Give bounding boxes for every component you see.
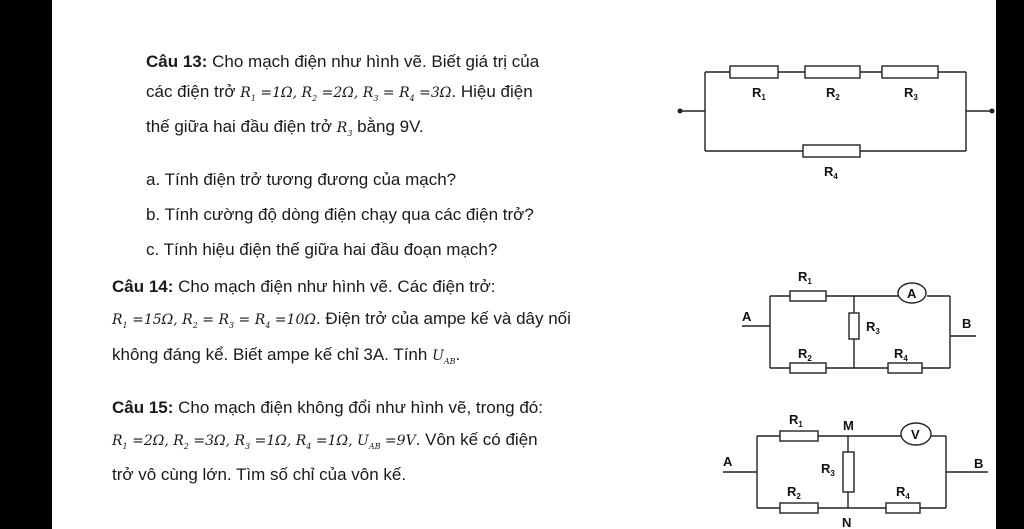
node-a: A	[742, 309, 752, 324]
label-r1: R1	[798, 269, 812, 286]
resistor-r3	[848, 312, 860, 340]
q13-intro: Cho mạch điện như hình vẽ. Biết giá trị …	[207, 52, 540, 71]
q13-text-3b: bằng 9V.	[352, 117, 424, 136]
q13-item-a: a. Tính điện trở tương đương của mạch?	[146, 170, 457, 189]
q15-values: R1 =2Ω, R2 =3Ω, R3 =1Ω, R4 =1Ω, UAB =9V	[112, 433, 416, 451]
label-r1: R1	[789, 412, 803, 429]
q13-line-1: Câu 13: Cho mạch điện như hình vẽ. Biết …	[146, 52, 539, 72]
q14-line-3: không đáng kể. Biết ampe kế chỉ 3A. Tính…	[112, 345, 461, 366]
q14-values: R1 =15Ω, R2 = R3 = R4 =10Ω	[112, 312, 316, 330]
resistor-r3	[842, 451, 855, 493]
label-r2: R2	[787, 484, 801, 501]
q15-text: . Vôn kế có điện	[415, 430, 538, 449]
q14-text-3: không đáng kể. Biết ampe kế chỉ 3A. Tính	[112, 345, 433, 364]
node-a: A	[723, 454, 733, 469]
q13-line-2: các điện trở R1 =1Ω, R2 =2Ω, R3 = R4 =3Ω…	[146, 82, 533, 109]
left-black-border	[0, 0, 52, 529]
resistor-r2	[789, 362, 827, 374]
q14-line-1: Câu 14: Cho mạch điện như hình vẽ. Các đ…	[112, 277, 496, 297]
q13-line-3: thế giữa hai đầu điện trở R3 bằng 9V.	[146, 117, 424, 144]
q13-item-c: c. Tính hiệu điện thế giữa hai đầu đoạn …	[146, 240, 498, 259]
resistor-r2	[779, 502, 819, 514]
q14-intro: Cho mạch điện như hình vẽ. Các điện trở:	[173, 277, 496, 296]
voltmeter	[900, 422, 932, 446]
circuit-q13	[680, 65, 992, 158]
q13-item-b: b. Tính cường độ dòng điện chạy qua các …	[146, 205, 534, 224]
resistor-r4	[802, 144, 861, 158]
label-r3: R3	[904, 85, 918, 102]
node-m: M	[843, 418, 854, 433]
q15-line-3: trở vô cùng lớn. Tìm số chỉ của vôn kế.	[112, 465, 407, 484]
q15-intro: Cho mạch điện không đổi như hình vẽ, tro…	[173, 398, 543, 417]
label-r2: R2	[826, 85, 840, 102]
resistor-r2	[804, 65, 861, 79]
q15-label: Câu 15:	[112, 398, 174, 417]
q15-line-2: R1 =2Ω, R2 =3Ω, R3 =1Ω, R4 =1Ω, UAB =9V.…	[112, 430, 538, 457]
resistor-r1	[729, 65, 779, 79]
q14-uab: UAB	[432, 348, 456, 366]
circuit-q14	[742, 282, 976, 374]
q14-label: Câu 14:	[112, 277, 174, 296]
resistor-r1	[779, 430, 819, 442]
q13-r3: R3	[336, 120, 353, 138]
q13-text-end: . Hiệu điện	[451, 82, 533, 101]
node-b: B	[962, 316, 971, 331]
voltmeter-label: V	[911, 427, 920, 442]
label-r3: R3	[821, 461, 835, 478]
resistor-r4	[885, 502, 921, 514]
node-n: N	[842, 515, 851, 529]
label-r1: R1	[752, 85, 766, 102]
q13-values: R1 =1Ω, R2 =2Ω, R3 = R4 =3Ω	[240, 85, 452, 103]
resistor-r1	[789, 290, 827, 302]
resistor-r3	[881, 65, 939, 79]
label-r4: R4	[896, 484, 910, 501]
resistor-r4	[887, 362, 923, 374]
circuit-q15	[723, 422, 988, 514]
q13-text: các điện trở	[146, 82, 241, 101]
q15-line-1: Câu 15: Cho mạch điện không đổi như hình…	[112, 398, 543, 418]
right-black-border	[996, 0, 1024, 529]
q14-line-2: R1 =15Ω, R2 = R3 = R4 =10Ω. Điện trở của…	[112, 309, 571, 336]
label-r3: R3	[866, 319, 880, 336]
node-b: B	[974, 456, 983, 471]
q14-text: . Điện trở của ampe kế và dây nối	[315, 309, 571, 328]
label-r4: R4	[824, 164, 838, 181]
q13-text-3: thế giữa hai đầu điện trở	[146, 117, 337, 136]
ammeter	[897, 282, 927, 304]
ammeter-label: A	[907, 286, 917, 301]
label-r2: R2	[798, 346, 812, 363]
q13-label: Câu 13:	[146, 52, 208, 71]
label-r4: R4	[894, 346, 908, 363]
